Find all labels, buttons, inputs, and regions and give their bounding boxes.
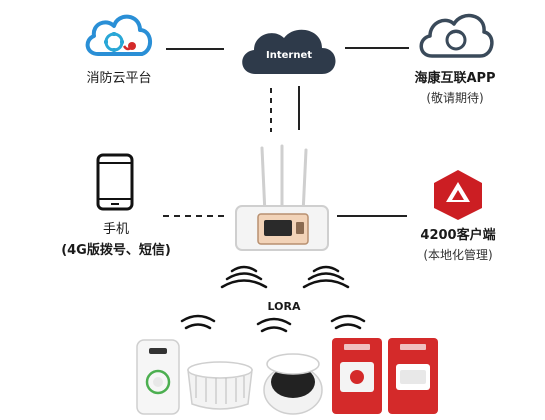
- cloud-gear-icon: [85, 14, 152, 56]
- cloud-icon: Internet: [242, 29, 336, 74]
- smoke-detector-icon: [263, 353, 323, 415]
- router-icon: [235, 144, 329, 251]
- lora-label: LORA: [267, 300, 301, 313]
- wireless-waves-icon: [180, 265, 366, 333]
- client-label: 4200客户端: [420, 228, 496, 243]
- cloud-app-icon: [419, 13, 494, 58]
- hik-logo-icon: [434, 170, 482, 220]
- internet-label: Internet: [266, 50, 312, 61]
- gas-detector-icon: [136, 339, 180, 415]
- alarm-button-icon: [332, 338, 382, 414]
- smartphone-icon: [96, 153, 134, 211]
- client-sublabel: (本地化管理): [423, 248, 493, 262]
- hik-app-label: 海康互联APP: [414, 71, 496, 86]
- fire-cloud-label: 消防云平台: [86, 71, 152, 86]
- phone-sublabel: (4G版拨号、短信): [61, 243, 171, 258]
- phone-label: 手机: [102, 222, 130, 237]
- sounder-icon: [388, 338, 438, 414]
- hik-app-sublabel: (敬请期待): [426, 91, 484, 105]
- smoke-detector-icon: [187, 361, 253, 410]
